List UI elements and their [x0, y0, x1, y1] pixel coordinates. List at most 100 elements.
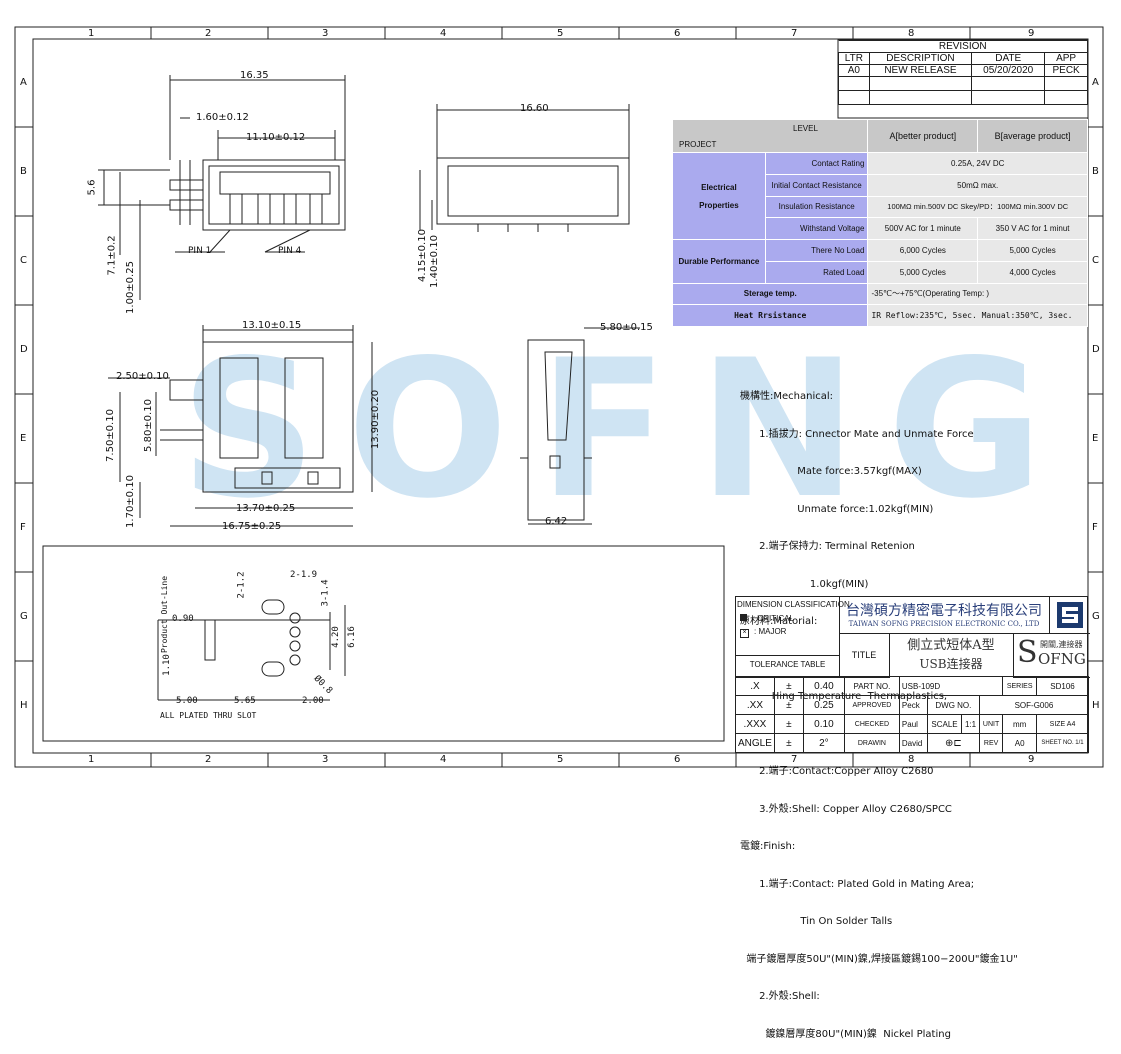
dim-label: 16.75±0.25	[222, 521, 282, 532]
dim-label: 5.00	[176, 696, 198, 706]
tb-label: UNIT	[978, 714, 1004, 734]
spec-value: 50mΩ max.	[867, 173, 1088, 197]
unit: mm	[1002, 714, 1038, 734]
dim-label: 13.70±0.25	[236, 503, 296, 514]
row-label: B	[20, 166, 27, 177]
dim-label: 2.00	[302, 696, 324, 706]
outline-label: Product Out-Line	[160, 575, 170, 654]
rev-header: APP	[1044, 52, 1088, 65]
note-line: 2.端子保持力: Terminal Retenion	[740, 541, 915, 552]
spec-value: 5,000 Cycles	[867, 260, 979, 284]
spec-label: Withstand Voltage	[764, 217, 869, 241]
part-no: USB-109D	[898, 676, 1004, 696]
dim-label: 2-1.2	[236, 571, 247, 599]
spec-value: 500V AC for 1 minute	[867, 217, 979, 241]
dim-label: 1.70±0.10	[124, 475, 136, 528]
col-label: 2	[205, 754, 212, 765]
tol-cell: ±	[773, 676, 804, 696]
spec-label: There No Load	[764, 239, 869, 262]
dim-label: 5.80±0.10	[142, 399, 154, 452]
row-label: G	[1092, 611, 1100, 622]
tol-cell: 0.25	[802, 695, 845, 715]
note-line: 3.外殼:Shell: Copper Alloy C2680/SPCC	[740, 803, 952, 815]
tolerance-label: TOLERANCE TABLE	[736, 655, 839, 669]
col-label: 8	[908, 28, 915, 39]
tb-label: SCALE	[926, 714, 963, 734]
col-label: 3	[322, 754, 329, 765]
size: A4	[1066, 720, 1076, 728]
side-view	[419, 104, 630, 232]
bottom-view	[108, 325, 373, 527]
dim-label: 4.15±0.10	[416, 229, 428, 282]
spec-table: PROJECT LEVEL A[better product] B[averag…	[671, 118, 1088, 327]
tb-label: SHEET NO.	[1041, 740, 1074, 746]
footprint-view	[42, 545, 725, 742]
note-line: Mate force:3.57kgf(MAX)	[740, 466, 922, 477]
dim-label: 1.40±0.10	[428, 235, 440, 288]
spec-value: 350 V AC for 1 minut	[977, 217, 1088, 241]
rev-cell: 05/20/2020	[971, 64, 1046, 77]
row-label: C	[20, 255, 27, 266]
note-line: 原材料:Matorial:	[740, 616, 818, 627]
spec-label: Rated Load	[764, 260, 869, 284]
rev-cell: PECK	[1044, 64, 1088, 77]
row-label: F	[1092, 522, 1098, 533]
spec-label: Contact Rating	[764, 152, 869, 175]
col-label: 7	[791, 28, 798, 39]
dim-label: 13.90±0.20	[370, 389, 382, 450]
row-label: H	[20, 700, 28, 711]
brand-s: S	[1017, 635, 1038, 670]
dwg-no: SOF-G006	[978, 695, 1090, 715]
col-label: 7	[791, 754, 798, 765]
tb-label: SIZE	[1049, 720, 1066, 728]
dim-label: 11.10±0.12	[246, 132, 306, 143]
pin4-label: PIN 4	[278, 246, 302, 256]
spec-value: 100MΩ min.500V DC Skey/PD：100MΩ min.300V…	[867, 195, 1088, 219]
end-view	[520, 327, 640, 525]
pin1-label: PIN 1	[188, 246, 212, 256]
col-a-header: A[better product]	[867, 118, 979, 154]
dim-class-label: DIMENSION CLASSIFICATION	[737, 600, 850, 609]
spec-label: Insulation Resistance	[764, 195, 869, 219]
brand-tag: 開關,連接器	[1040, 640, 1083, 649]
tb-label: CHECKED	[843, 714, 900, 734]
dim-label: 1.10	[161, 654, 172, 676]
note-line: 鍍鎳層厚度80U"(MIN)鎳 Nickel Plating	[740, 1028, 951, 1040]
dim-label: 7.1±0.2	[106, 235, 118, 276]
tb-label: REV	[978, 733, 1004, 753]
note-line: 2.端子:Contact:Copper Alloy C2680	[740, 766, 934, 777]
row-label: G	[20, 611, 28, 622]
dim-label: 5.65	[234, 696, 256, 706]
col-label: 8	[908, 754, 915, 765]
col-label: 9	[1028, 28, 1035, 39]
revision-title: REVISION	[838, 40, 1088, 53]
row-label: D	[1092, 344, 1100, 355]
project-label: PROJECT	[679, 140, 717, 149]
rev-header: DESCRIPTION	[868, 52, 973, 65]
note-line: 電鍍:Finish:	[740, 841, 796, 852]
logo-icon	[1049, 597, 1090, 634]
dim-label: 2-1.9	[290, 570, 318, 580]
dim-label: 5.80±0.15	[600, 322, 653, 333]
row-label: C	[1092, 255, 1099, 266]
brand-name: OFNG	[1038, 650, 1086, 668]
tol-cell: 2°	[802, 733, 845, 753]
dim-label: 6.16	[346, 626, 357, 648]
watermark: SOFNG	[180, 319, 1073, 540]
note-line: 1.端子:Contact: Plated Gold in Mating Area…	[740, 878, 975, 890]
rev-header: LTR	[838, 52, 870, 65]
title-label: TITLE	[839, 633, 890, 678]
col-label: 1	[88, 28, 95, 39]
group-durable: Durable Performance	[672, 239, 766, 284]
col-label: 9	[1028, 754, 1035, 765]
tol-cell: ANGLE	[735, 733, 775, 753]
tol-cell: 0.10	[802, 714, 845, 734]
col-label: 3	[322, 28, 329, 39]
note-line: 2.外殼:Shell:	[740, 991, 820, 1002]
tb-label: DWG NO.	[926, 695, 980, 715]
projection-icon: ⊕⊏	[926, 733, 980, 753]
spec-value: 4,000 Cycles	[977, 260, 1088, 284]
col-label: 2	[205, 28, 212, 39]
row-label: B	[1092, 166, 1099, 177]
